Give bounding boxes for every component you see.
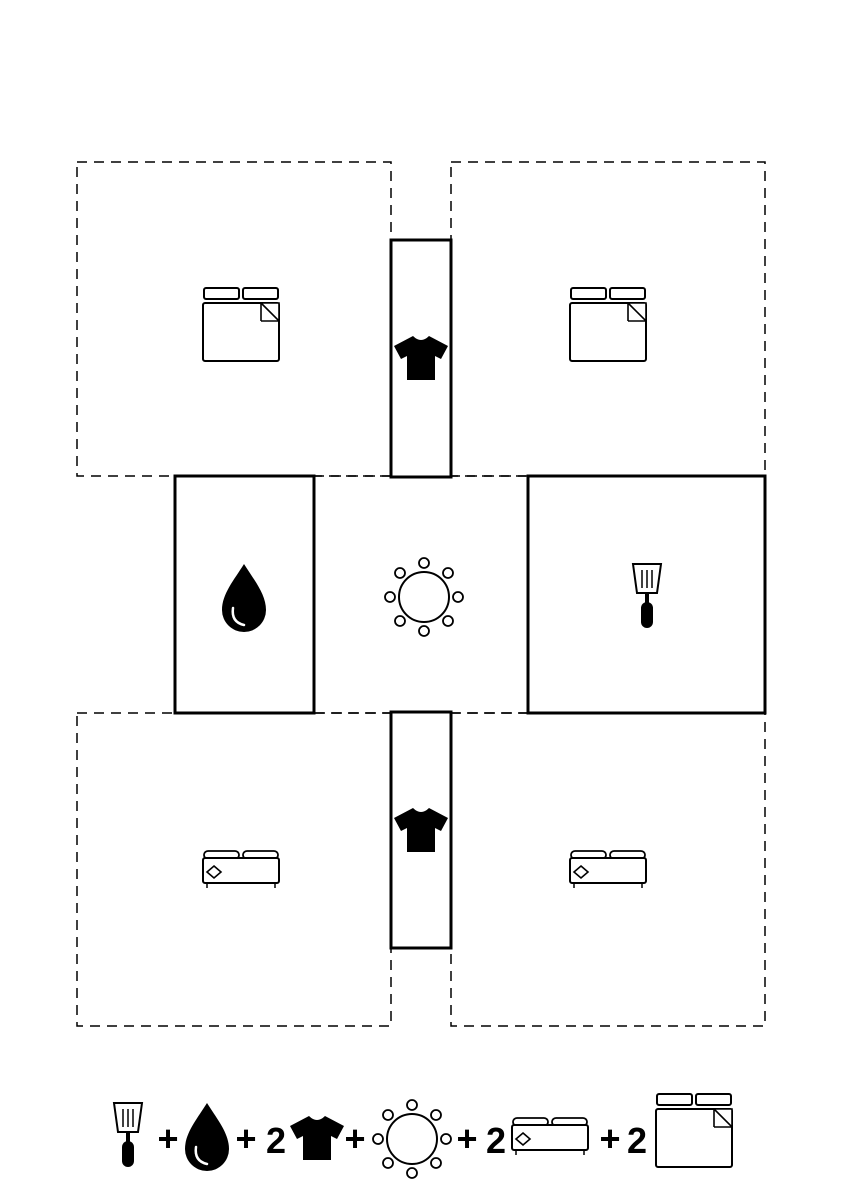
- water-drop-icon: [183, 1101, 231, 1173]
- legend-count-tshirt: 2: [266, 1120, 286, 1161]
- bed-icon: [569, 287, 647, 362]
- legend-plus: +: [456, 1118, 477, 1159]
- legend-plus: +: [599, 1118, 620, 1159]
- dining-table-icon: [372, 1099, 452, 1179]
- legend-count-bed: 2: [627, 1120, 647, 1161]
- legend-plus: +: [157, 1118, 178, 1159]
- sofa-icon: [511, 1117, 589, 1156]
- spatula-icon: [113, 1102, 143, 1168]
- bed-icon: [655, 1093, 733, 1168]
- legend: + + 2 + + 2 + 2: [113, 1093, 733, 1179]
- tshirt-icon: [290, 1116, 344, 1160]
- legend-count-sofa: 2: [486, 1120, 506, 1161]
- dining-table-icon: [384, 557, 464, 637]
- legend-plus: +: [344, 1118, 365, 1159]
- sofa-icon: [202, 850, 280, 889]
- sofa-icon: [569, 850, 647, 889]
- bed-icon: [202, 287, 280, 362]
- legend-plus: +: [235, 1118, 256, 1159]
